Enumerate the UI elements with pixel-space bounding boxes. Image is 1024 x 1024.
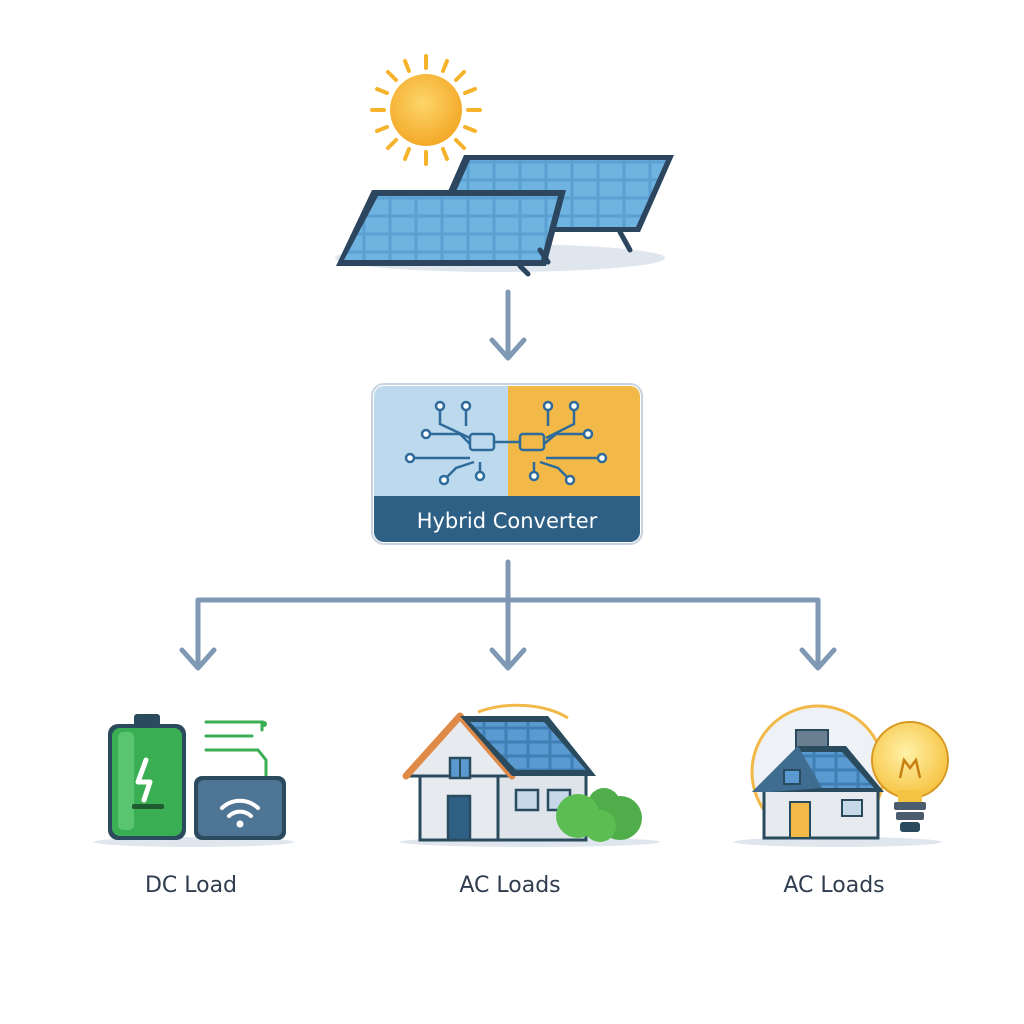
sun-icon bbox=[370, 54, 482, 166]
hybrid-converter-label: Hybrid Converter bbox=[416, 509, 598, 533]
light-bulb-icon bbox=[871, 721, 949, 832]
ac-loads-label-1: AC Loads bbox=[459, 873, 561, 898]
ac-loads-label-2: AC Loads bbox=[783, 873, 885, 898]
ac-loads-house-bulb-icon bbox=[734, 704, 949, 847]
battery-icon bbox=[108, 714, 186, 840]
dc-load-label: DC Load bbox=[144, 873, 238, 898]
hybrid-converter-box bbox=[371, 383, 643, 545]
branch-arrows bbox=[179, 559, 837, 671]
arrow-to-converter bbox=[489, 289, 527, 361]
solar-panels-icon bbox=[335, 155, 674, 277]
wifi-router-icon bbox=[194, 776, 286, 840]
bush-icon bbox=[556, 788, 642, 842]
dc-load-icon bbox=[94, 714, 294, 847]
circuit-icon bbox=[410, 406, 602, 481]
ac-loads-house-icon bbox=[400, 703, 660, 847]
